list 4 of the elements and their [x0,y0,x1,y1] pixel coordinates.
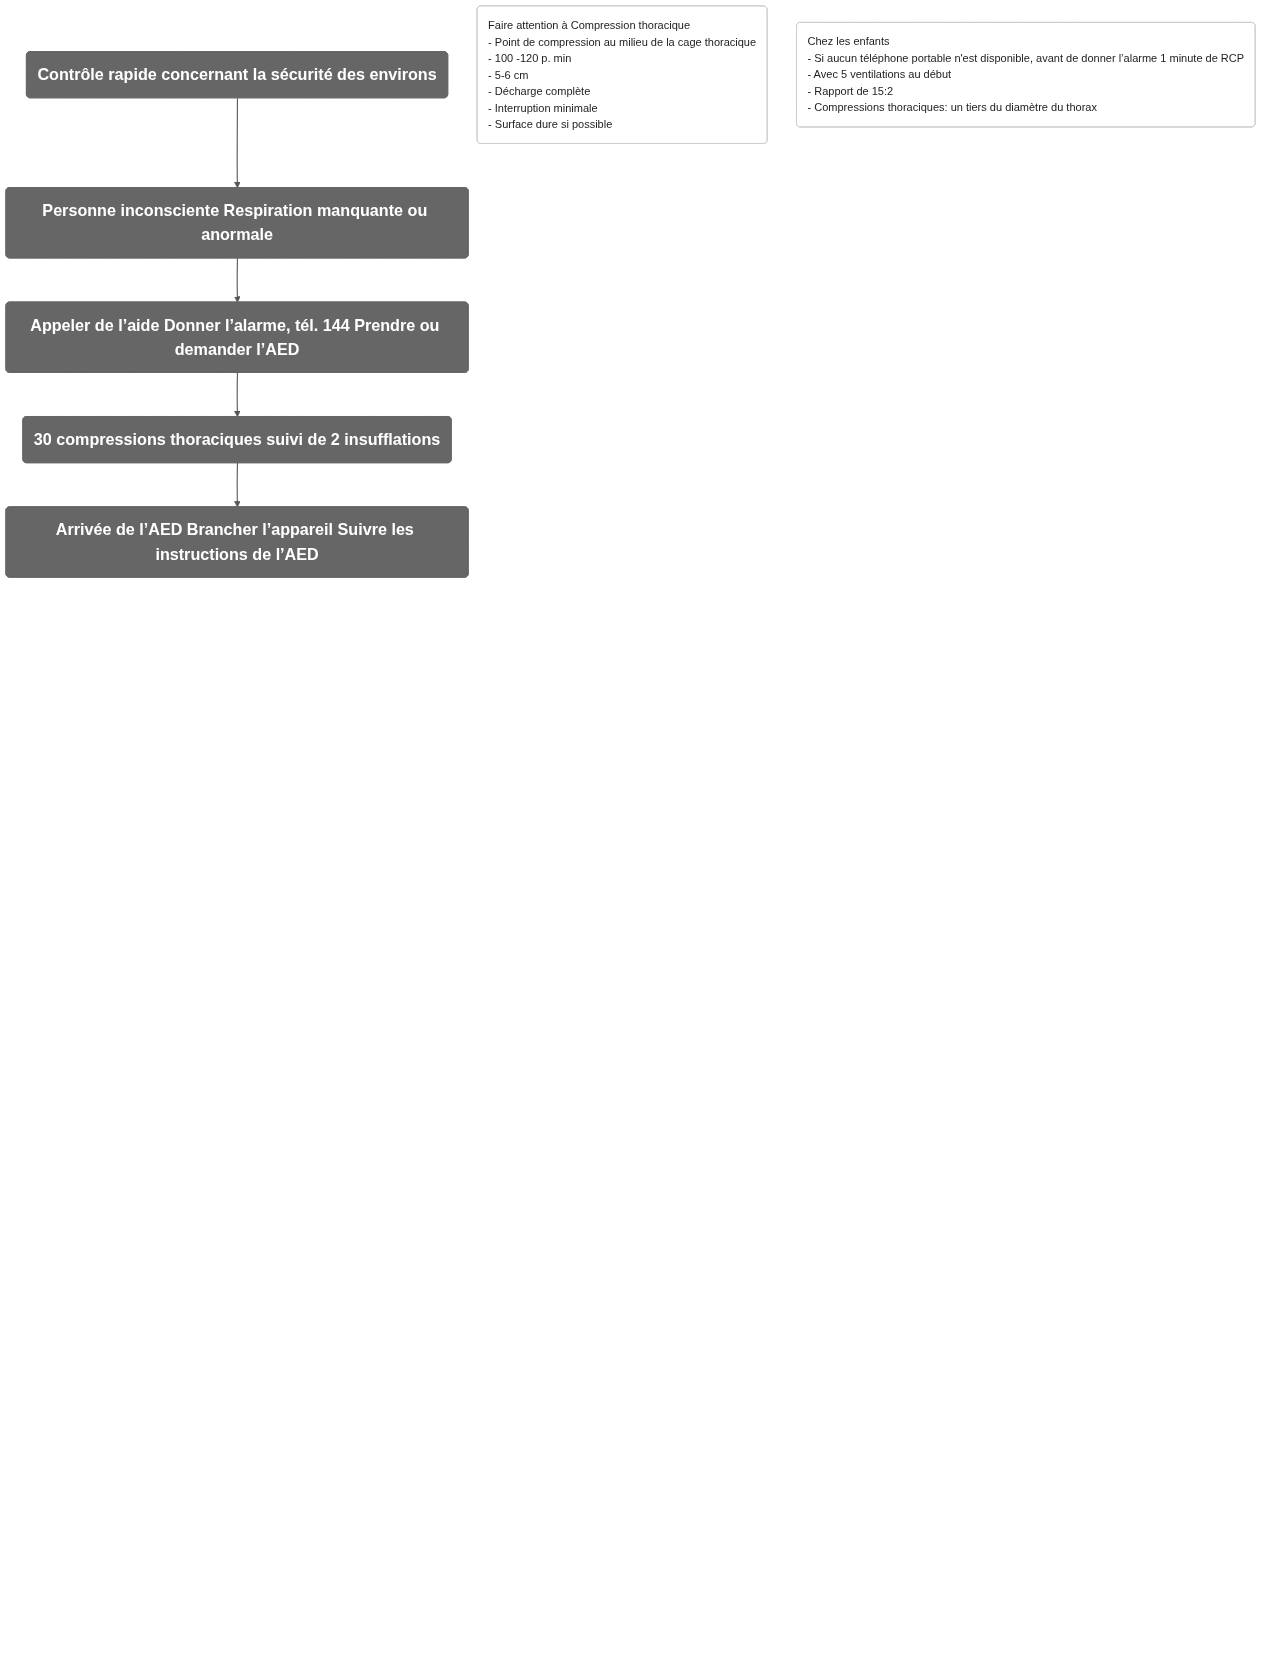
arrow [234,97,241,189]
arrow [234,372,241,418]
arrow [234,462,241,508]
arrow [234,257,241,303]
